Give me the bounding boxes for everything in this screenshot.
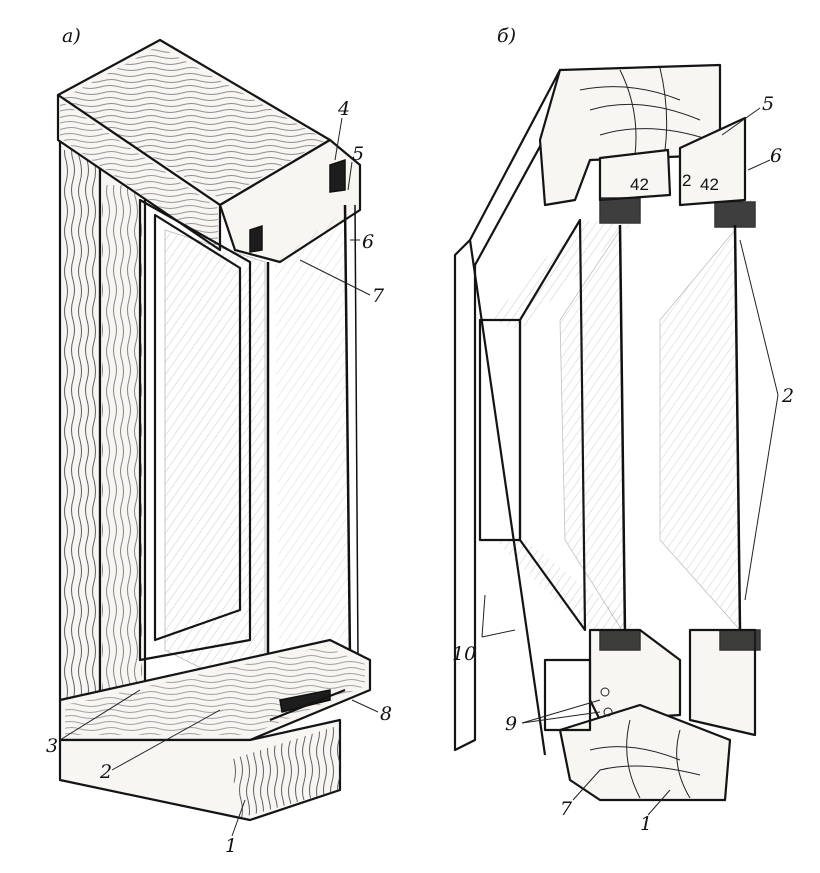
callout-a-6: 6: [362, 231, 374, 253]
callout-a-3: 3: [46, 735, 58, 757]
sash-section-top-1: [598, 148, 672, 202]
callout-b-5: 5: [762, 93, 774, 115]
glass-pane-b1: [559, 228, 626, 637]
callout-a-2: 2: [99, 761, 112, 783]
dimension-2: 2: [682, 171, 691, 190]
panel-b-drawing: [453, 63, 761, 802]
callout-a-7: 7: [372, 285, 385, 307]
box-bottom: [543, 658, 592, 732]
callout-a-8: 8: [380, 703, 392, 725]
callout-b-2: 2: [781, 385, 794, 407]
sash-section-top-2: [678, 116, 747, 207]
callout-b-7: 7: [560, 798, 573, 820]
callout-a-1: 1: [225, 835, 237, 857]
sill-section: [558, 703, 732, 802]
leader-lines-a: [59, 117, 379, 837]
leader-lines-b: [481, 107, 779, 816]
head-section: [538, 63, 722, 207]
panel-b-title: б): [497, 25, 516, 47]
callout-a-4: 4: [337, 98, 350, 120]
panel-a-title: а): [62, 25, 81, 47]
dimension-42-left: 42: [630, 175, 649, 194]
callout-a-5: 5: [352, 143, 364, 165]
callout-b-10: 10: [452, 643, 476, 665]
screw-8: [279, 689, 331, 713]
dimension-42-right: 42: [700, 175, 719, 194]
callout-b-9: 9: [505, 713, 517, 735]
glass-pane-outer: [275, 210, 350, 700]
glass-pane-b2: [659, 228, 741, 632]
panel-a-drawing: [56, 38, 372, 822]
callout-b-1: 1: [640, 813, 652, 835]
callout-b-6: 6: [770, 145, 782, 167]
